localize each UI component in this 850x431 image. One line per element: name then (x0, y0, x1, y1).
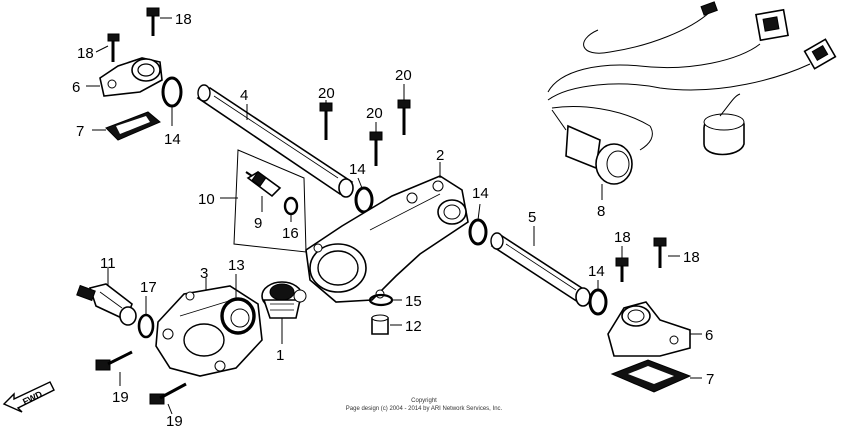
callout-14: 14 (472, 185, 489, 202)
thermo-switch-11[interactable] (76, 283, 137, 326)
thermostat-housing-2[interactable] (305, 175, 469, 303)
callout-13: 13 (228, 257, 245, 274)
callout-19: 19 (166, 413, 183, 430)
callout-1: 1 (276, 347, 284, 364)
o-ring-14-top-left[interactable] (161, 76, 183, 108)
callout-6: 6 (72, 79, 80, 96)
callout-18: 18 (683, 249, 700, 266)
callout-16: 16 (282, 225, 299, 242)
callout-20: 20 (318, 85, 335, 102)
o-ring-17[interactable] (137, 313, 155, 339)
bolt-19-left[interactable] (95, 350, 133, 371)
callout-8: 8 (597, 203, 605, 220)
callout-12: 12 (405, 318, 422, 335)
callout-5: 5 (528, 209, 536, 226)
o-ring-14-center[interactable] (354, 186, 374, 214)
callout-3: 3 (200, 265, 208, 282)
callout-2: 2 (436, 147, 444, 164)
callout-6: 6 (705, 327, 713, 344)
callout-20: 20 (366, 105, 383, 122)
gasket-7-top-left[interactable] (105, 111, 161, 141)
bolt-20-middle[interactable] (369, 131, 383, 166)
copyright-line-2: Page design (c) 2004 - 2014 by ARI Netwo… (346, 406, 503, 412)
callout-20: 20 (395, 67, 412, 84)
callout-7: 7 (706, 371, 714, 388)
bolt-20-right[interactable] (397, 99, 411, 135)
o-ring-14-pipe5[interactable] (588, 288, 608, 316)
wire-harness-8[interactable] (547, 1, 837, 185)
bolt-19-right[interactable] (149, 382, 187, 405)
bolt-18-right-outer[interactable] (653, 237, 667, 268)
callout-19: 19 (112, 389, 129, 406)
callout-14: 14 (588, 263, 605, 280)
bolt-20-left[interactable] (319, 102, 333, 140)
callout-14: 14 (164, 131, 181, 148)
bolt-18-right-inner[interactable] (615, 257, 629, 282)
callout-4: 4 (240, 87, 248, 104)
bolt-18-top-left[interactable] (146, 7, 160, 36)
callout-18: 18 (77, 45, 94, 62)
callout-18: 18 (614, 229, 631, 246)
water-pipe-5[interactable] (490, 232, 591, 307)
bolt-18-left[interactable] (107, 33, 120, 62)
copyright-line-1: Copyright (411, 398, 437, 404)
callout-10: 10 (198, 191, 215, 208)
flange-6-top-left[interactable] (99, 57, 163, 97)
thermostat-1[interactable] (261, 281, 307, 319)
callout-11: 11 (100, 255, 116, 272)
collar-12[interactable] (371, 314, 389, 335)
o-ring-13[interactable] (220, 297, 256, 335)
callout-17: 17 (140, 279, 157, 296)
callout-15: 15 (405, 293, 422, 310)
water-pipe-4[interactable] (196, 84, 354, 198)
callout-7: 7 (76, 123, 84, 140)
temperature-sensor-9[interactable] (245, 171, 282, 198)
forward-direction-arrow: FWD (2, 381, 55, 413)
callout-9: 9 (254, 215, 262, 232)
water-pump-cover-3[interactable] (155, 285, 263, 377)
callout-14: 14 (349, 161, 366, 178)
gasket-7-right[interactable] (610, 359, 692, 393)
o-ring-14-housing-right[interactable] (468, 218, 488, 246)
o-ring-16[interactable] (283, 196, 299, 216)
callout-18: 18 (175, 11, 192, 28)
flange-6-right[interactable] (607, 301, 691, 357)
